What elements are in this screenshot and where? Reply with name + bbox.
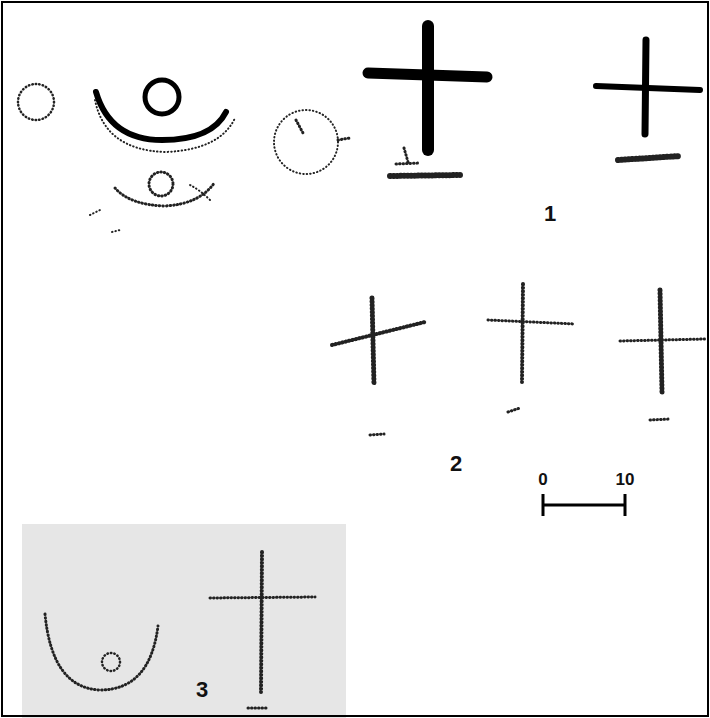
panel-1-figures	[18, 26, 700, 232]
panel-3-figures	[45, 552, 315, 708]
scale-bar	[543, 494, 625, 516]
panel-number: 3	[196, 679, 208, 701]
panel-number: 2	[450, 453, 462, 475]
panel-3-ground	[22, 524, 346, 718]
scale-value: 0	[538, 471, 547, 488]
scale-value: 10	[616, 471, 635, 488]
panel-2-figures	[332, 284, 705, 435]
panel-number: 1	[544, 203, 556, 225]
